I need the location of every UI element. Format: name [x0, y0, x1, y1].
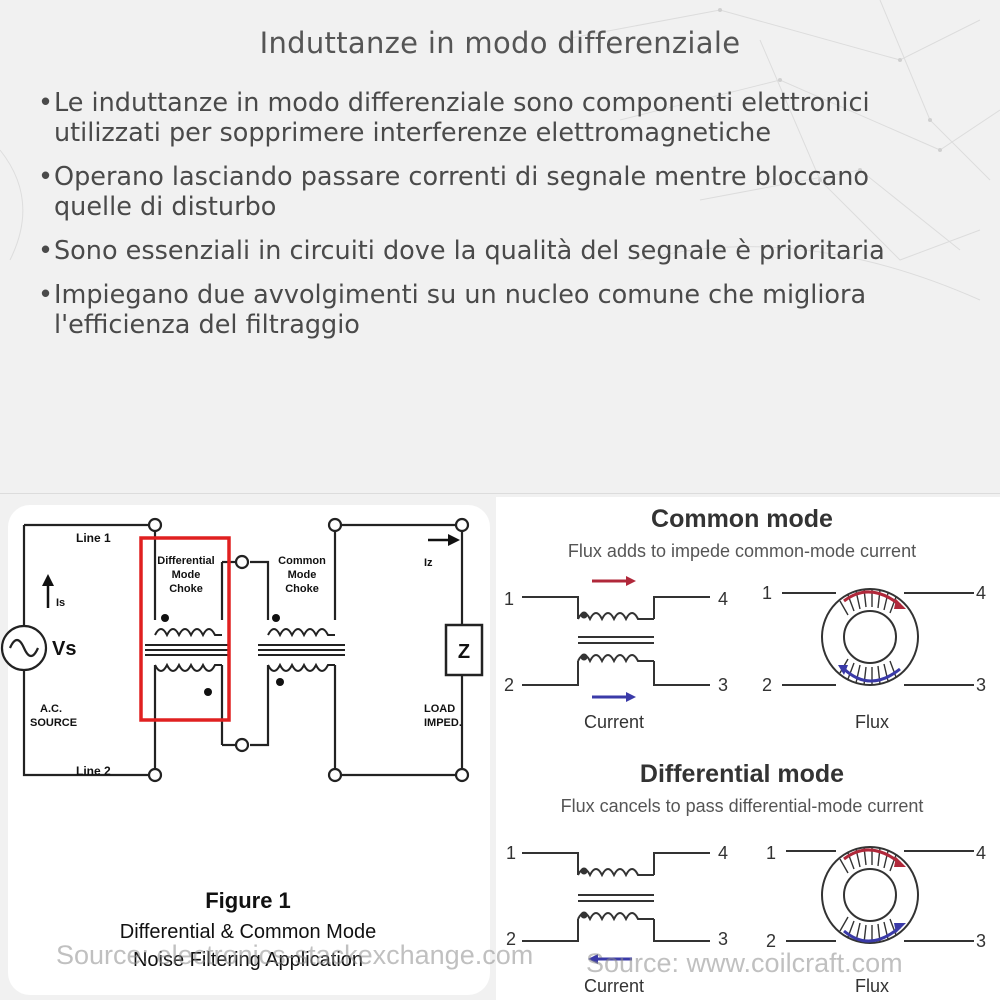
cm-choke-label-2: Mode	[288, 569, 317, 581]
cm-toroid-pin-4: 4	[976, 583, 986, 603]
dm-toroid-pin-3: 3	[976, 931, 986, 951]
cm-pin-3: 3	[718, 675, 728, 695]
cm-choke-label-1: Common	[278, 555, 326, 567]
dm-pin-4: 4	[718, 843, 728, 863]
differential-choke-highlight	[139, 536, 231, 722]
common-mode-subtitle: Flux adds to impede common-mode current	[568, 541, 916, 561]
dm-current-label: Current	[584, 976, 644, 996]
differential-mode-title: Differential mode	[640, 760, 844, 788]
background-network-decoration	[0, 0, 1000, 301]
bullet-item: •Impiegano due avvolgimenti su un nucleo…	[34, 280, 934, 340]
load-label-line1: LOAD	[424, 703, 455, 715]
left-figure-panel	[8, 505, 490, 995]
cm-flux-label: Flux	[855, 712, 889, 732]
differential-mode-subtitle: Flux cancels to pass differential-mode c…	[561, 796, 924, 816]
dm-schematic-icon	[522, 852, 710, 942]
dm-flux-label: Flux	[855, 976, 889, 996]
bullet-item: •Le induttanze in modo differenziale son…	[34, 88, 934, 148]
cm-toroid-pin-1: 1	[762, 583, 772, 603]
source-label-line2: SOURCE	[30, 717, 77, 729]
source-credit-left: Source: electronics-stackexchange.com	[56, 940, 534, 970]
bullet-marker: •	[38, 280, 54, 310]
noise-filter-circuit-figure: Z Line 1 Line 2 Is Vs A.C. SOURCE Differ…	[0, 517, 484, 971]
cm-toroid-icon	[782, 588, 974, 686]
bullet-text: Sono essenziali in circuiti dove la qual…	[54, 236, 885, 266]
dm-pin-1: 1	[506, 843, 516, 863]
section-divider	[0, 493, 1000, 494]
bullet-marker: •	[38, 88, 54, 118]
dm-toroid-icon	[786, 846, 974, 944]
iz-label: Iz	[424, 557, 433, 569]
bullet-list: •Le induttanze in modo differenziale son…	[34, 88, 934, 354]
bullet-item: •Operano lasciando passare correnti di s…	[34, 162, 934, 222]
ac-source-icon	[0, 624, 48, 672]
source-label-line1: A.C.	[40, 703, 62, 715]
line1-label: Line 1	[76, 531, 111, 545]
bullet-item: •Sono essenziali in circuiti dove la qua…	[34, 236, 934, 266]
dm-choke-label-2: Mode	[172, 569, 201, 581]
figure-caption-line2: Differential & Common Mode	[120, 921, 376, 943]
common-mode-title: Common mode	[651, 505, 833, 533]
dm-pin-2: 2	[506, 929, 516, 949]
dm-choke-label-1: Differential	[157, 555, 214, 567]
dm-toroid-pin-4: 4	[976, 843, 986, 863]
cm-pin-2: 2	[504, 675, 514, 695]
cm-choke-coils-icon	[258, 628, 345, 672]
cm-toroid-pin-3: 3	[976, 675, 986, 695]
figure-caption-title: Figure 1	[205, 888, 291, 913]
cm-current-label: Current	[584, 712, 644, 732]
dm-choke-label-3: Choke	[169, 583, 203, 595]
dm-choke-coils-icon	[145, 628, 230, 672]
bullet-marker: •	[38, 236, 54, 266]
dm-toroid-pin-2: 2	[766, 931, 776, 951]
dm-pin-3: 3	[718, 929, 728, 949]
dm-toroid-pin-1: 1	[766, 843, 776, 863]
cm-toroid-pin-2: 2	[762, 675, 772, 695]
source-credit-right: Source: www.coilcraft.com	[586, 948, 903, 978]
page-title: Induttanze in modo differenziale	[259, 26, 741, 60]
bullet-text: Operano lasciando passare correnti di se…	[54, 162, 869, 222]
cm-pin-4: 4	[718, 589, 728, 609]
cm-pin-1: 1	[504, 589, 514, 609]
load-box	[444, 623, 484, 677]
bullet-marker: •	[38, 162, 54, 192]
line2-label: Line 2	[76, 764, 111, 778]
cm-choke-label-3: Choke	[285, 583, 319, 595]
bullet-text: Le induttanze in modo differenziale sono…	[54, 88, 870, 148]
figure-caption-line3: Noise Filtering Application	[133, 949, 363, 971]
load-z-label: Z	[458, 641, 470, 663]
bullet-text: Impiegano due avvolgimenti su un nucleo …	[54, 280, 867, 340]
load-label-line2: IMPED.	[424, 717, 462, 729]
choke-modes-figure: Common mode Flux adds to impede common-m…	[504, 505, 986, 996]
vs-label: Vs	[52, 638, 76, 660]
is-label: Is	[56, 597, 65, 609]
cm-schematic-icon	[522, 596, 710, 686]
